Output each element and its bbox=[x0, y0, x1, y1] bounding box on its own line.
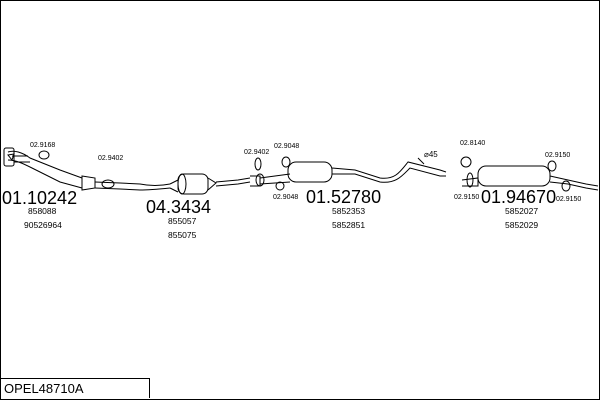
middle-silencer[interactable] bbox=[250, 161, 447, 187]
oe-reference: 855075 bbox=[168, 230, 197, 240]
title-box: OPEL48710A bbox=[0, 378, 150, 398]
group-code: 04.3434 bbox=[146, 197, 211, 217]
rear-silencer[interactable] bbox=[461, 165, 599, 191]
oe-reference: 5852851 bbox=[332, 220, 365, 230]
oe-reference: 5852027 bbox=[505, 206, 538, 216]
catalytic-converter[interactable] bbox=[169, 173, 251, 195]
part-label: 02.9048 bbox=[274, 143, 299, 150]
part-label: 02.9150 bbox=[454, 194, 479, 201]
group-code: 01.10242 bbox=[2, 188, 77, 208]
part-label: 02.9150 bbox=[545, 152, 570, 159]
group-code: 01.52780 bbox=[306, 187, 381, 207]
part-label: 02.9150 bbox=[556, 196, 581, 203]
oe-reference: 855057 bbox=[168, 216, 197, 226]
part-label: 02.9048 bbox=[273, 194, 298, 201]
part-label: 02.9402 bbox=[244, 149, 269, 156]
oe-reference: 5852353 bbox=[332, 206, 365, 216]
oe-reference: 5852029 bbox=[505, 220, 538, 230]
group-code: 01.94670 bbox=[481, 187, 556, 207]
oe-reference: 90526964 bbox=[24, 220, 62, 230]
front-pipe[interactable] bbox=[3, 147, 171, 191]
part-label: 02.9402 bbox=[98, 155, 123, 162]
diameter-label: ⌀45 bbox=[424, 150, 438, 159]
diameter-leader bbox=[417, 157, 425, 165]
part-label: 02.8140 bbox=[460, 140, 485, 147]
page-title: OPEL48710A bbox=[4, 381, 84, 396]
part-label: 02.9168 bbox=[30, 142, 55, 149]
hanger-mounts bbox=[7, 150, 571, 192]
oe-reference: 858088 bbox=[28, 206, 57, 216]
